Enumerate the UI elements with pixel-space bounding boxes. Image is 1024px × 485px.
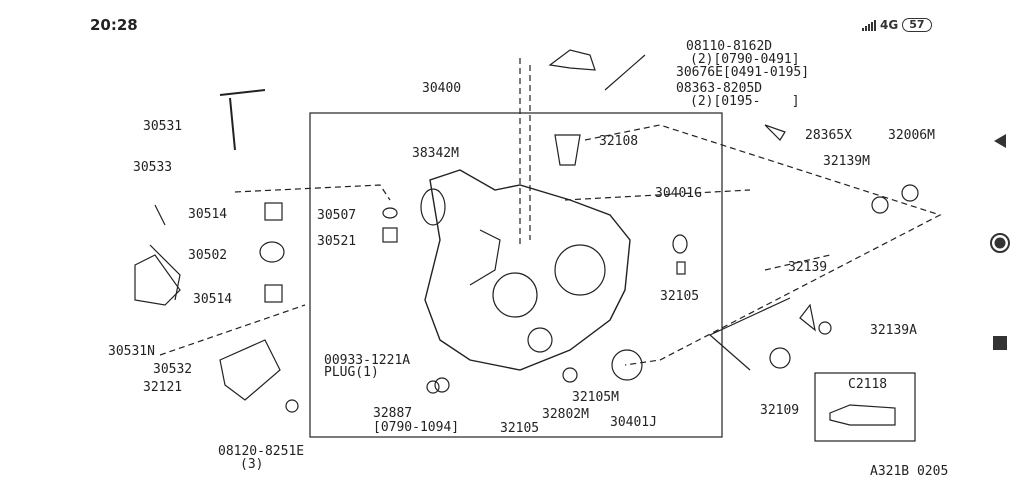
part-label[interactable]: 32108 xyxy=(599,134,639,149)
part-note: PLUG(1) xyxy=(324,365,379,380)
part-label[interactable]: 32139 xyxy=(788,260,828,275)
battery-level: 57 xyxy=(902,18,932,32)
part-label[interactable]: 30400 xyxy=(422,81,462,96)
part-label[interactable]: 30507 xyxy=(317,208,357,223)
part-label[interactable]: 30532 xyxy=(153,362,193,377)
part-note: [0790-1094] xyxy=(373,420,460,435)
part-label[interactable]: 38342M xyxy=(412,146,459,161)
parts-diagram[interactable]: 30400 30531 30533 30514 30502 30514 3053… xyxy=(50,40,975,485)
part-label[interactable]: 32105 xyxy=(500,421,540,436)
part-label[interactable]: 30676E[0491-0195] xyxy=(676,65,810,80)
network-type: 4G xyxy=(880,18,899,32)
part-label[interactable]: 32139M xyxy=(823,154,870,169)
home-button[interactable] xyxy=(975,232,1024,254)
part-label[interactable]: 30502 xyxy=(188,248,228,263)
housing-frame xyxy=(309,112,723,438)
part-qty: (3) xyxy=(240,457,264,472)
part-label[interactable]: 08363-8205D xyxy=(676,81,763,96)
part-label[interactable]: 30531 xyxy=(143,119,183,134)
part-label[interactable]: 32121 xyxy=(143,380,183,395)
part-label[interactable]: 30533 xyxy=(133,160,173,175)
part-label[interactable]: 32802M xyxy=(542,407,589,422)
part-note: (2)[0790-0491] xyxy=(690,52,800,67)
diagram-code: A321B 0205 xyxy=(870,464,949,479)
status-icons: 4G 57 xyxy=(862,18,932,32)
part-label[interactable]: 32006M xyxy=(888,128,935,143)
recents-icon xyxy=(992,336,1007,350)
back-icon xyxy=(993,134,1006,148)
recents-button[interactable] xyxy=(975,336,1024,350)
diagram-drawing xyxy=(134,49,942,442)
part-label[interactable]: 08120-8251E xyxy=(218,444,305,459)
home-icon xyxy=(989,233,1010,253)
signal-icon xyxy=(862,19,876,31)
part-label[interactable]: 30401G xyxy=(655,186,702,201)
part-note: (2)[0195- ] xyxy=(690,94,800,109)
back-button[interactable] xyxy=(975,133,1024,149)
status-time: 20:28 xyxy=(90,16,138,34)
part-label[interactable]: 32105 xyxy=(660,289,700,304)
part-label[interactable]: 30401J xyxy=(610,415,657,430)
part-label[interactable]: 32887 xyxy=(373,406,413,421)
part-label[interactable]: C2118 xyxy=(848,377,888,392)
part-label[interactable]: 00933-1221A xyxy=(324,353,411,368)
part-label[interactable]: 30531N xyxy=(108,344,155,359)
part-label[interactable]: 32109 xyxy=(760,403,800,418)
part-label[interactable]: 08110-8162D xyxy=(686,39,773,54)
part-label[interactable]: 30521 xyxy=(317,234,357,249)
part-label[interactable]: 32105M xyxy=(572,390,619,405)
part-label[interactable]: 30514 xyxy=(188,207,228,222)
part-label[interactable]: 32139A xyxy=(870,323,917,338)
part-label[interactable]: 28365X xyxy=(805,128,852,143)
part-label[interactable]: 30514 xyxy=(193,292,233,307)
